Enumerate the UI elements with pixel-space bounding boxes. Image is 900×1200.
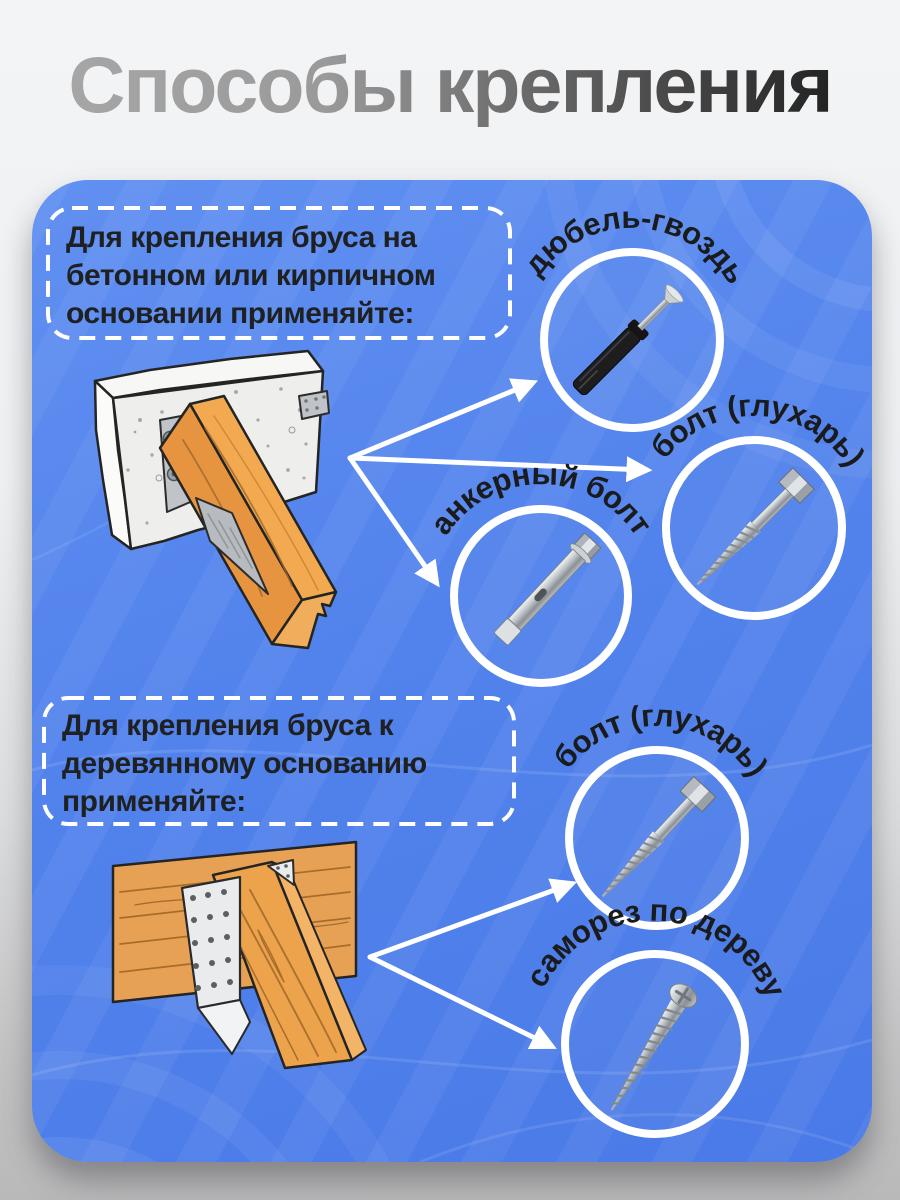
note-box-border-wood [42, 696, 516, 826]
note-wooden-base: Для крепления бруса к деревянному основа… [62, 707, 427, 821]
arrow-icon [367, 878, 578, 960]
note-line: применяйте: [62, 785, 246, 818]
bracket-small-holes [276, 864, 290, 878]
illustration-concrete-fastening [93, 349, 338, 650]
timber-beam-2 [211, 860, 367, 1070]
arrow-icon [347, 378, 539, 461]
fastener-circle-lag-bolt-wood: болт (глухарь) [546, 698, 775, 930]
note-concrete-base: Для крепления бруса на бетонном или кирп… [66, 219, 436, 333]
page-title: Способы крепления [0, 43, 900, 127]
arrow-group-wood [367, 878, 578, 1050]
fastener-circle-anchor-bolt: анкерный болт [423, 456, 660, 687]
arrow-icon [347, 455, 440, 588]
arrow-icon [367, 954, 557, 1050]
bracket-gusset-2 [197, 999, 251, 1055]
bracket-plate-right [298, 390, 330, 420]
bracket-holes-2 [190, 889, 233, 991]
note-line: деревянному основанию [62, 747, 427, 780]
illustration-wood-fastening [111, 840, 367, 1070]
note-line: основании применяйте: [66, 297, 414, 330]
note-line: бетонном или кирпичном [66, 259, 436, 292]
note-line: Для крепления бруса к [62, 709, 394, 742]
bracket-gusset [195, 497, 269, 595]
note-line: Для крепления бруса на [66, 221, 417, 254]
arrow-group-concrete [347, 378, 653, 588]
fastener-circle-lag-bolt-concrete: болт (глухарь) [643, 388, 872, 620]
arrow-icon [347, 455, 653, 483]
gusset-hatching [207, 513, 253, 569]
bracket-holes-right [304, 395, 326, 412]
